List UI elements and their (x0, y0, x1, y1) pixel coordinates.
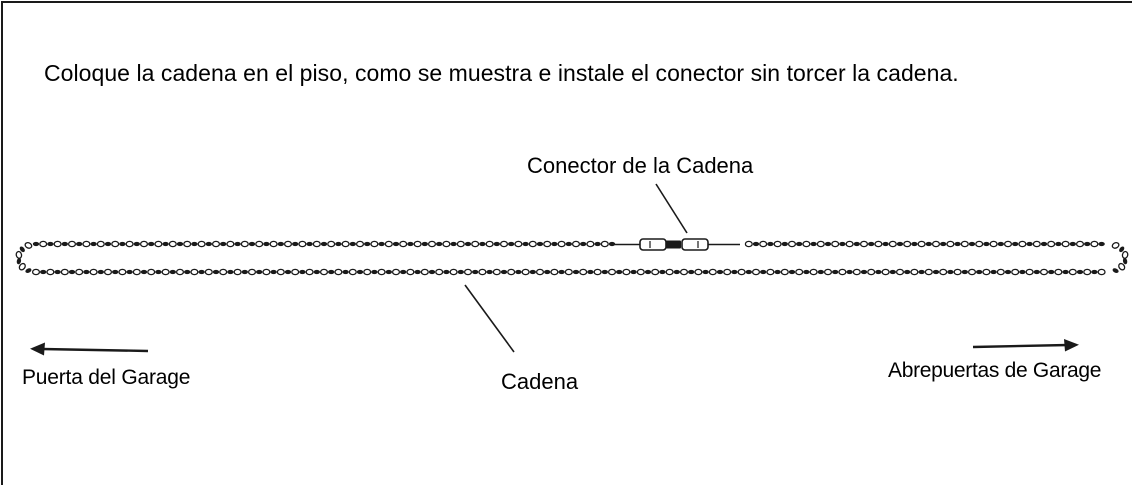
chain-leader-line (464, 284, 515, 353)
connector-leader-line (655, 183, 688, 234)
chain-loop (15, 240, 1129, 276)
chain-label: Cadena (501, 369, 579, 394)
garage-opener-label: Abrepuertas de Garage (888, 359, 1102, 382)
arrow-right-icon (972, 339, 1079, 352)
connector-label: Conector de la Cadena (527, 153, 754, 178)
arrow-left-icon (30, 342, 149, 356)
chain-connector (613, 238, 740, 251)
instruction-text: Coloque la cadena en el piso, como se mu… (44, 60, 959, 86)
garage-door-label: Puerta del Garage (22, 366, 191, 389)
